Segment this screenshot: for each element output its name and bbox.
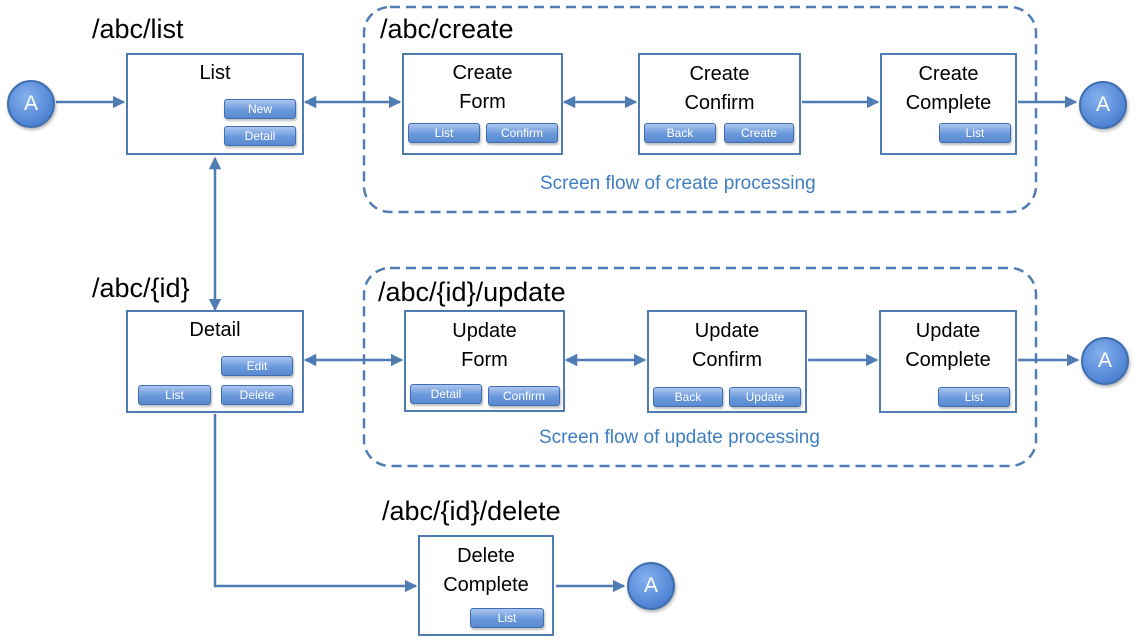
connector-a-create: A	[1079, 81, 1127, 129]
create-confirm-create-button[interactable]: Create	[724, 123, 794, 143]
update-form-confirm-button[interactable]: Confirm	[488, 386, 560, 406]
create-flow-group	[362, 5, 1038, 214]
connector-a-start: A	[7, 80, 55, 128]
detail-edit-button[interactable]: Edit	[221, 356, 293, 376]
delete-complete-screen: Delete Complete List	[418, 535, 554, 636]
delete-complete-list-button[interactable]: List	[470, 608, 544, 628]
connector-a-delete: A	[627, 562, 675, 610]
path-label-create: /abc/create	[380, 14, 514, 44]
create-complete-title: Create Complete	[905, 63, 992, 114]
delete-complete-title: Delete Complete	[443, 545, 529, 596]
create-flow-caption: Screen flow of create processing	[540, 173, 816, 194]
update-confirm-back-button[interactable]: Back	[653, 387, 723, 407]
create-form-list-button[interactable]: List	[408, 123, 480, 143]
update-form-title: Update Form	[452, 320, 517, 371]
update-confirm-title: Update Confirm	[691, 320, 762, 371]
list-screen: List New Detail	[126, 53, 304, 155]
create-form-title: Create Form	[452, 62, 513, 113]
create-complete-screen: Create Complete List	[880, 53, 1017, 155]
list-screen-title: List	[199, 62, 231, 84]
update-complete-screen: Update Complete List	[879, 310, 1017, 413]
update-flow-group	[362, 266, 1038, 468]
create-complete-list-button[interactable]: List	[939, 123, 1011, 143]
path-label-delete: /abc/{id}/delete	[382, 496, 561, 526]
path-label-detail: /abc/{id}	[92, 273, 190, 303]
list-detail-button[interactable]: Detail	[224, 126, 296, 146]
update-complete-list-button[interactable]: List	[938, 387, 1010, 407]
create-confirm-screen: Create Confirm Back Create	[638, 53, 801, 155]
detail-delete-button[interactable]: Delete	[221, 385, 293, 405]
detail-screen: Detail Edit List Delete	[126, 310, 304, 413]
list-new-button[interactable]: New	[224, 99, 296, 119]
detail-screen-title: Detail	[189, 319, 241, 341]
update-confirm-screen: Update Confirm Back Update	[647, 310, 807, 413]
path-label-list: /abc/list	[92, 14, 184, 44]
update-complete-title: Update Complete	[905, 320, 991, 371]
create-confirm-back-button[interactable]: Back	[644, 123, 716, 143]
update-form-detail-button[interactable]: Detail	[410, 384, 482, 404]
detail-list-button[interactable]: List	[138, 385, 211, 405]
update-flow-caption: Screen flow of update processing	[539, 427, 820, 448]
create-form-confirm-button[interactable]: Confirm	[486, 123, 558, 143]
arrow-detail-delete	[213, 414, 418, 593]
create-form-screen: Create Form List Confirm	[402, 53, 563, 155]
update-form-screen: Update Form Detail Confirm	[404, 310, 565, 412]
connector-a-update: A	[1081, 337, 1129, 385]
update-confirm-update-button[interactable]: Update	[729, 387, 801, 407]
path-label-update: /abc/{id}/update	[378, 277, 566, 307]
create-confirm-title: Create Confirm	[684, 63, 755, 114]
